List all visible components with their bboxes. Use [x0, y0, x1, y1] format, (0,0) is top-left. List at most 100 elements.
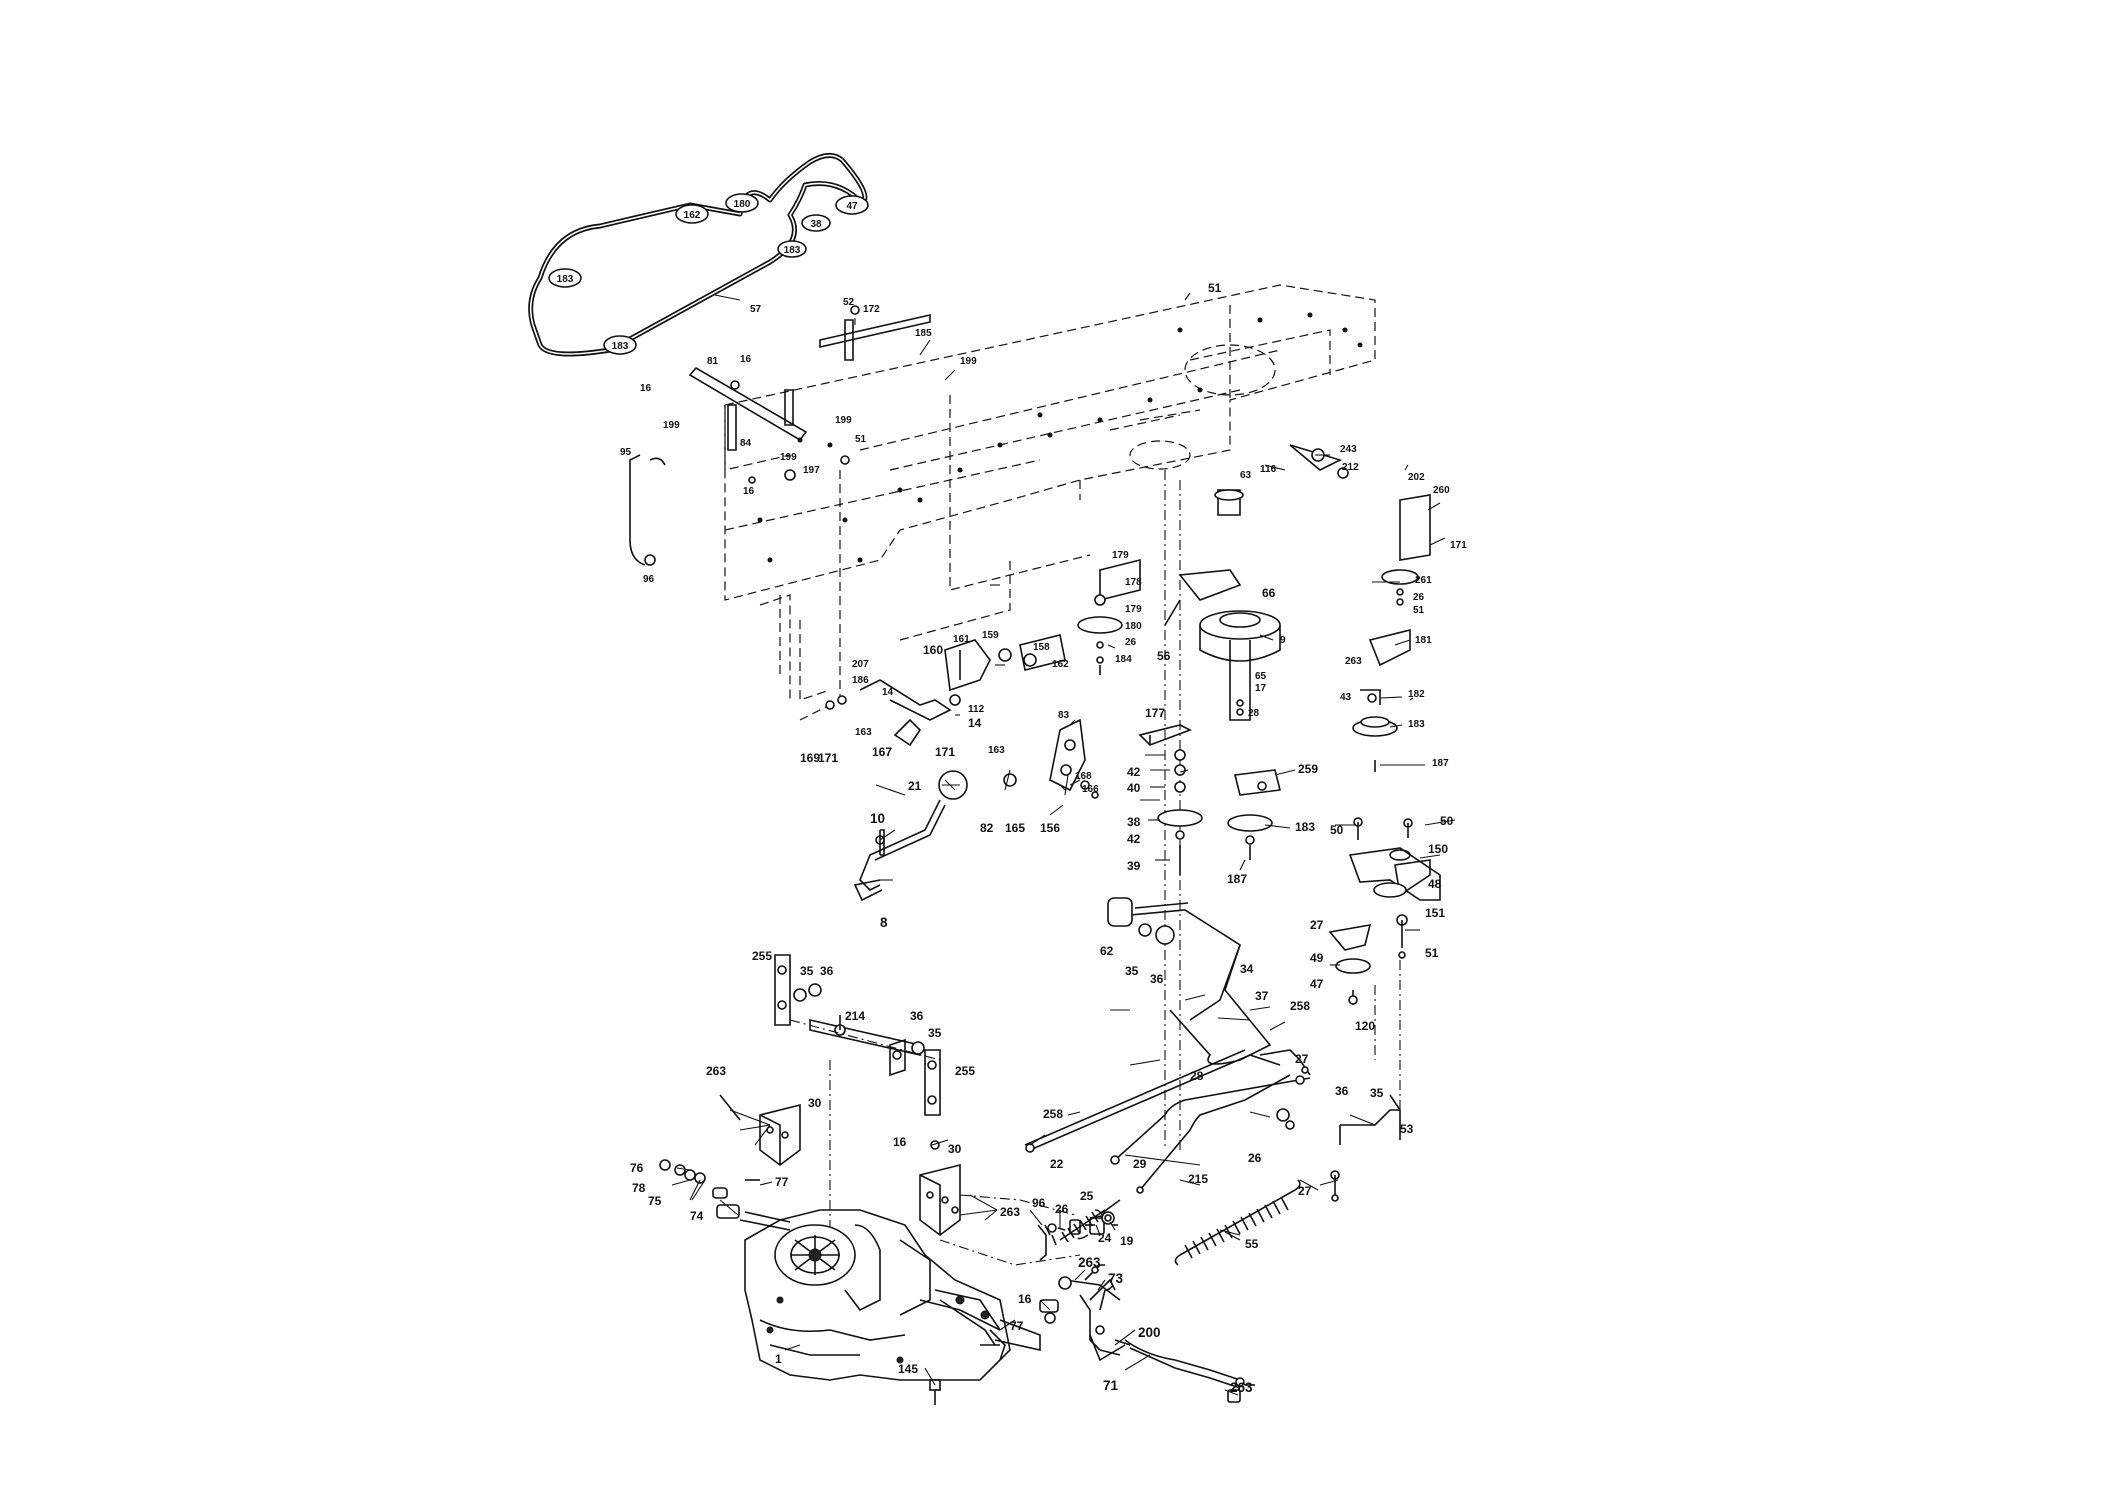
callout-label: 35	[928, 1026, 942, 1040]
deck-idler	[1138, 724, 1281, 875]
callout-label: 199	[960, 356, 977, 367]
callout-label: 53	[1400, 1122, 1414, 1136]
callout-label: 66	[1262, 586, 1276, 600]
callout-label: 34	[1240, 962, 1254, 976]
callout-label: 172	[863, 304, 880, 315]
callout-label: 212	[1342, 462, 1359, 473]
callout-label: 199	[663, 420, 680, 431]
callout-label: 14	[882, 687, 894, 698]
callout-label: 243	[1340, 444, 1357, 455]
leader-lines	[671, 292, 1456, 1396]
callout-label: 181	[1415, 635, 1432, 646]
transmission-brackets	[719, 1094, 1081, 1266]
callout-label: 71	[1103, 1378, 1119, 1393]
callout-label: 52	[843, 297, 855, 308]
callout-label: 51	[855, 434, 867, 445]
callout-label: 77	[775, 1175, 789, 1189]
callout-label: 215	[1188, 1172, 1208, 1186]
callout-label: 63	[1240, 470, 1252, 481]
belt-pulley-label: 183	[557, 274, 574, 285]
belt-pulley-label: 180	[734, 199, 751, 210]
brake-linkage-upper	[825, 634, 1099, 799]
callout-label: 77	[1010, 1319, 1024, 1333]
callout-label: 49	[1310, 951, 1324, 965]
callout-label: 169	[800, 751, 820, 765]
callout-label: 35	[1370, 1086, 1384, 1100]
callout-label: 50	[1330, 823, 1344, 837]
callout-label: 56	[1157, 649, 1171, 663]
callout-label: 30	[808, 1096, 822, 1110]
callout-label: 17	[1255, 683, 1267, 694]
callout-label: 96	[1032, 1196, 1046, 1210]
callout-label: 145	[898, 1362, 918, 1376]
callout-label: 163	[988, 745, 1005, 756]
callout-label: 187	[1432, 758, 1449, 769]
callout-label: 35	[800, 964, 814, 978]
callout-label: 150	[1428, 842, 1448, 856]
bottom-small-parts	[659, 1159, 1121, 1405]
callout-label: 1	[775, 1352, 782, 1366]
callout-label: 178	[1125, 577, 1142, 588]
idler-arm-center	[1077, 558, 1242, 675]
pto-clutch	[1199, 610, 1281, 721]
callout-label: 167	[872, 745, 892, 759]
callout-label: 37	[1255, 989, 1269, 1003]
callout-label: 84	[740, 438, 752, 449]
lift-brackets	[774, 954, 941, 1250]
callout-label: 158	[1033, 642, 1050, 653]
callout-label: 30	[948, 1142, 962, 1156]
callout-label: 168	[1075, 771, 1092, 782]
callout-label: 27	[1295, 1052, 1309, 1066]
callout-label: 116	[1260, 464, 1277, 475]
callout-label: 184	[1115, 654, 1132, 665]
callout-label: 28	[1248, 708, 1260, 719]
callout-label: 255	[955, 1064, 975, 1078]
belt-pulley-label: 47	[846, 201, 858, 212]
callout-label: 36	[910, 1009, 924, 1023]
callout-label: 259	[1298, 762, 1318, 776]
callout-label: 255	[752, 949, 772, 963]
callout-label: 263	[1000, 1205, 1020, 1219]
belt-pulley-label: 183	[612, 341, 629, 352]
belt-pulley-label: 162	[684, 210, 701, 221]
callout-label: 75	[648, 1194, 662, 1208]
callout-label: 156	[1040, 821, 1060, 835]
callout-label: 263	[1078, 1255, 1101, 1270]
callout-label: 160	[923, 643, 943, 657]
callout-label: 95	[620, 447, 632, 458]
callout-label: 260	[1433, 485, 1450, 496]
callout-label: 8	[880, 915, 888, 930]
callout-label: 57	[750, 304, 762, 315]
transaxle	[716, 1204, 1041, 1381]
callout-label: 180	[1125, 621, 1142, 632]
callout-label: 42	[1127, 832, 1141, 846]
callout-label: 10	[870, 811, 885, 826]
callout-label: 27	[1298, 1184, 1312, 1198]
callout-label: 159	[982, 630, 999, 641]
callout-label: 26	[1125, 637, 1137, 648]
callout-label: 38	[1127, 815, 1141, 829]
callout-label: 43	[1340, 692, 1352, 703]
callout-label: 51	[1425, 946, 1439, 960]
clutch-linkage	[629, 305, 931, 566]
callout-label: 258	[1043, 1107, 1063, 1121]
frame-holes	[757, 312, 1363, 563]
callout-label: 263	[706, 1064, 726, 1078]
callout-label: 263	[1345, 656, 1362, 667]
callout-label: 171	[935, 745, 955, 759]
callout-label: 27	[1310, 918, 1324, 932]
callout-label: 179	[1112, 550, 1129, 561]
callout-label: 187	[1227, 872, 1247, 886]
callout-label: 51	[1208, 281, 1222, 295]
callout-label: 26	[1413, 592, 1425, 603]
brake-arm-lower	[1039, 1264, 1255, 1403]
callout-label: 199	[780, 452, 797, 463]
callout-label: 183	[1295, 820, 1315, 834]
callout-label: 185	[915, 328, 932, 339]
callout-label: 263	[1230, 1380, 1253, 1395]
callout-label: 16	[740, 354, 752, 365]
callout-label: 163	[855, 727, 872, 738]
callout-label: 16	[1018, 1292, 1032, 1306]
callout-label: 39	[1127, 859, 1141, 873]
